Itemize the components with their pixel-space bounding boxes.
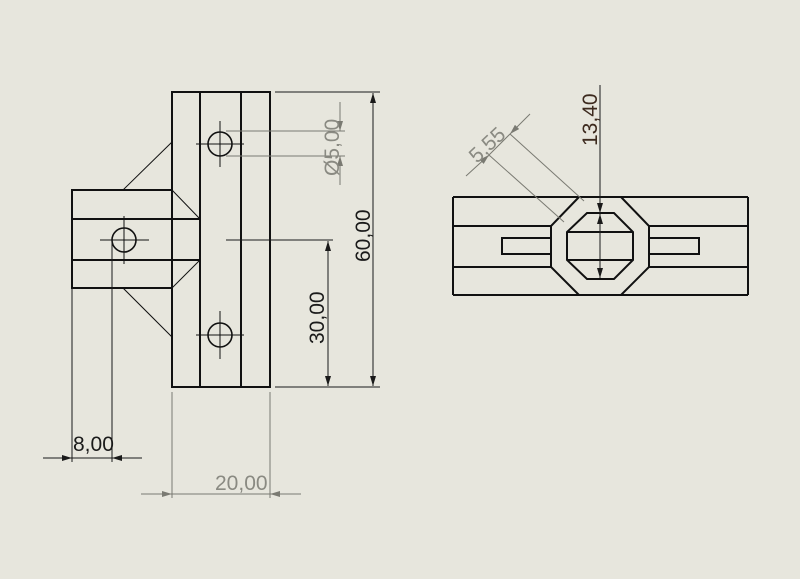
inner-octagon: [566, 212, 634, 280]
dim-chamfer-label: 5,55: [465, 123, 511, 168]
dim-hole-diameter-label: Ø5,00: [321, 119, 344, 176]
dim-overall-height-label: 60,00: [352, 209, 375, 262]
dim-octagon-height: 13,40: [579, 85, 603, 278]
dim-arm-hole-offset: 8,00: [43, 240, 142, 462]
front-gusset-bottom: [122, 287, 173, 338]
dim-hole-offset: 30,00: [226, 239, 333, 386]
dim-hole-diameter: Ø5,00: [226, 102, 345, 185]
front-arm-chamfer-top: [171, 189, 201, 220]
outer-octagon-right: [620, 196, 650, 296]
dim-chamfer: 5,55: [465, 113, 585, 223]
dim-arm-hole-offset-label: 8,00: [73, 433, 114, 456]
slot-right: [649, 237, 700, 255]
dim-octagon-height-label: 13,40: [579, 93, 602, 146]
dim-width-label: 20,00: [215, 472, 268, 495]
front-arm-outline: [71, 189, 172, 289]
front-gusset-top: [122, 141, 173, 191]
slot-left: [501, 237, 551, 255]
dim-overall-height: 60,00: [275, 91, 380, 388]
outer-octagon-left: [550, 196, 580, 296]
front-arm-chamfer-bottom: [171, 259, 201, 289]
dim-hole-offset-label: 30,00: [306, 291, 329, 344]
dim-width: 20,00: [141, 392, 301, 498]
